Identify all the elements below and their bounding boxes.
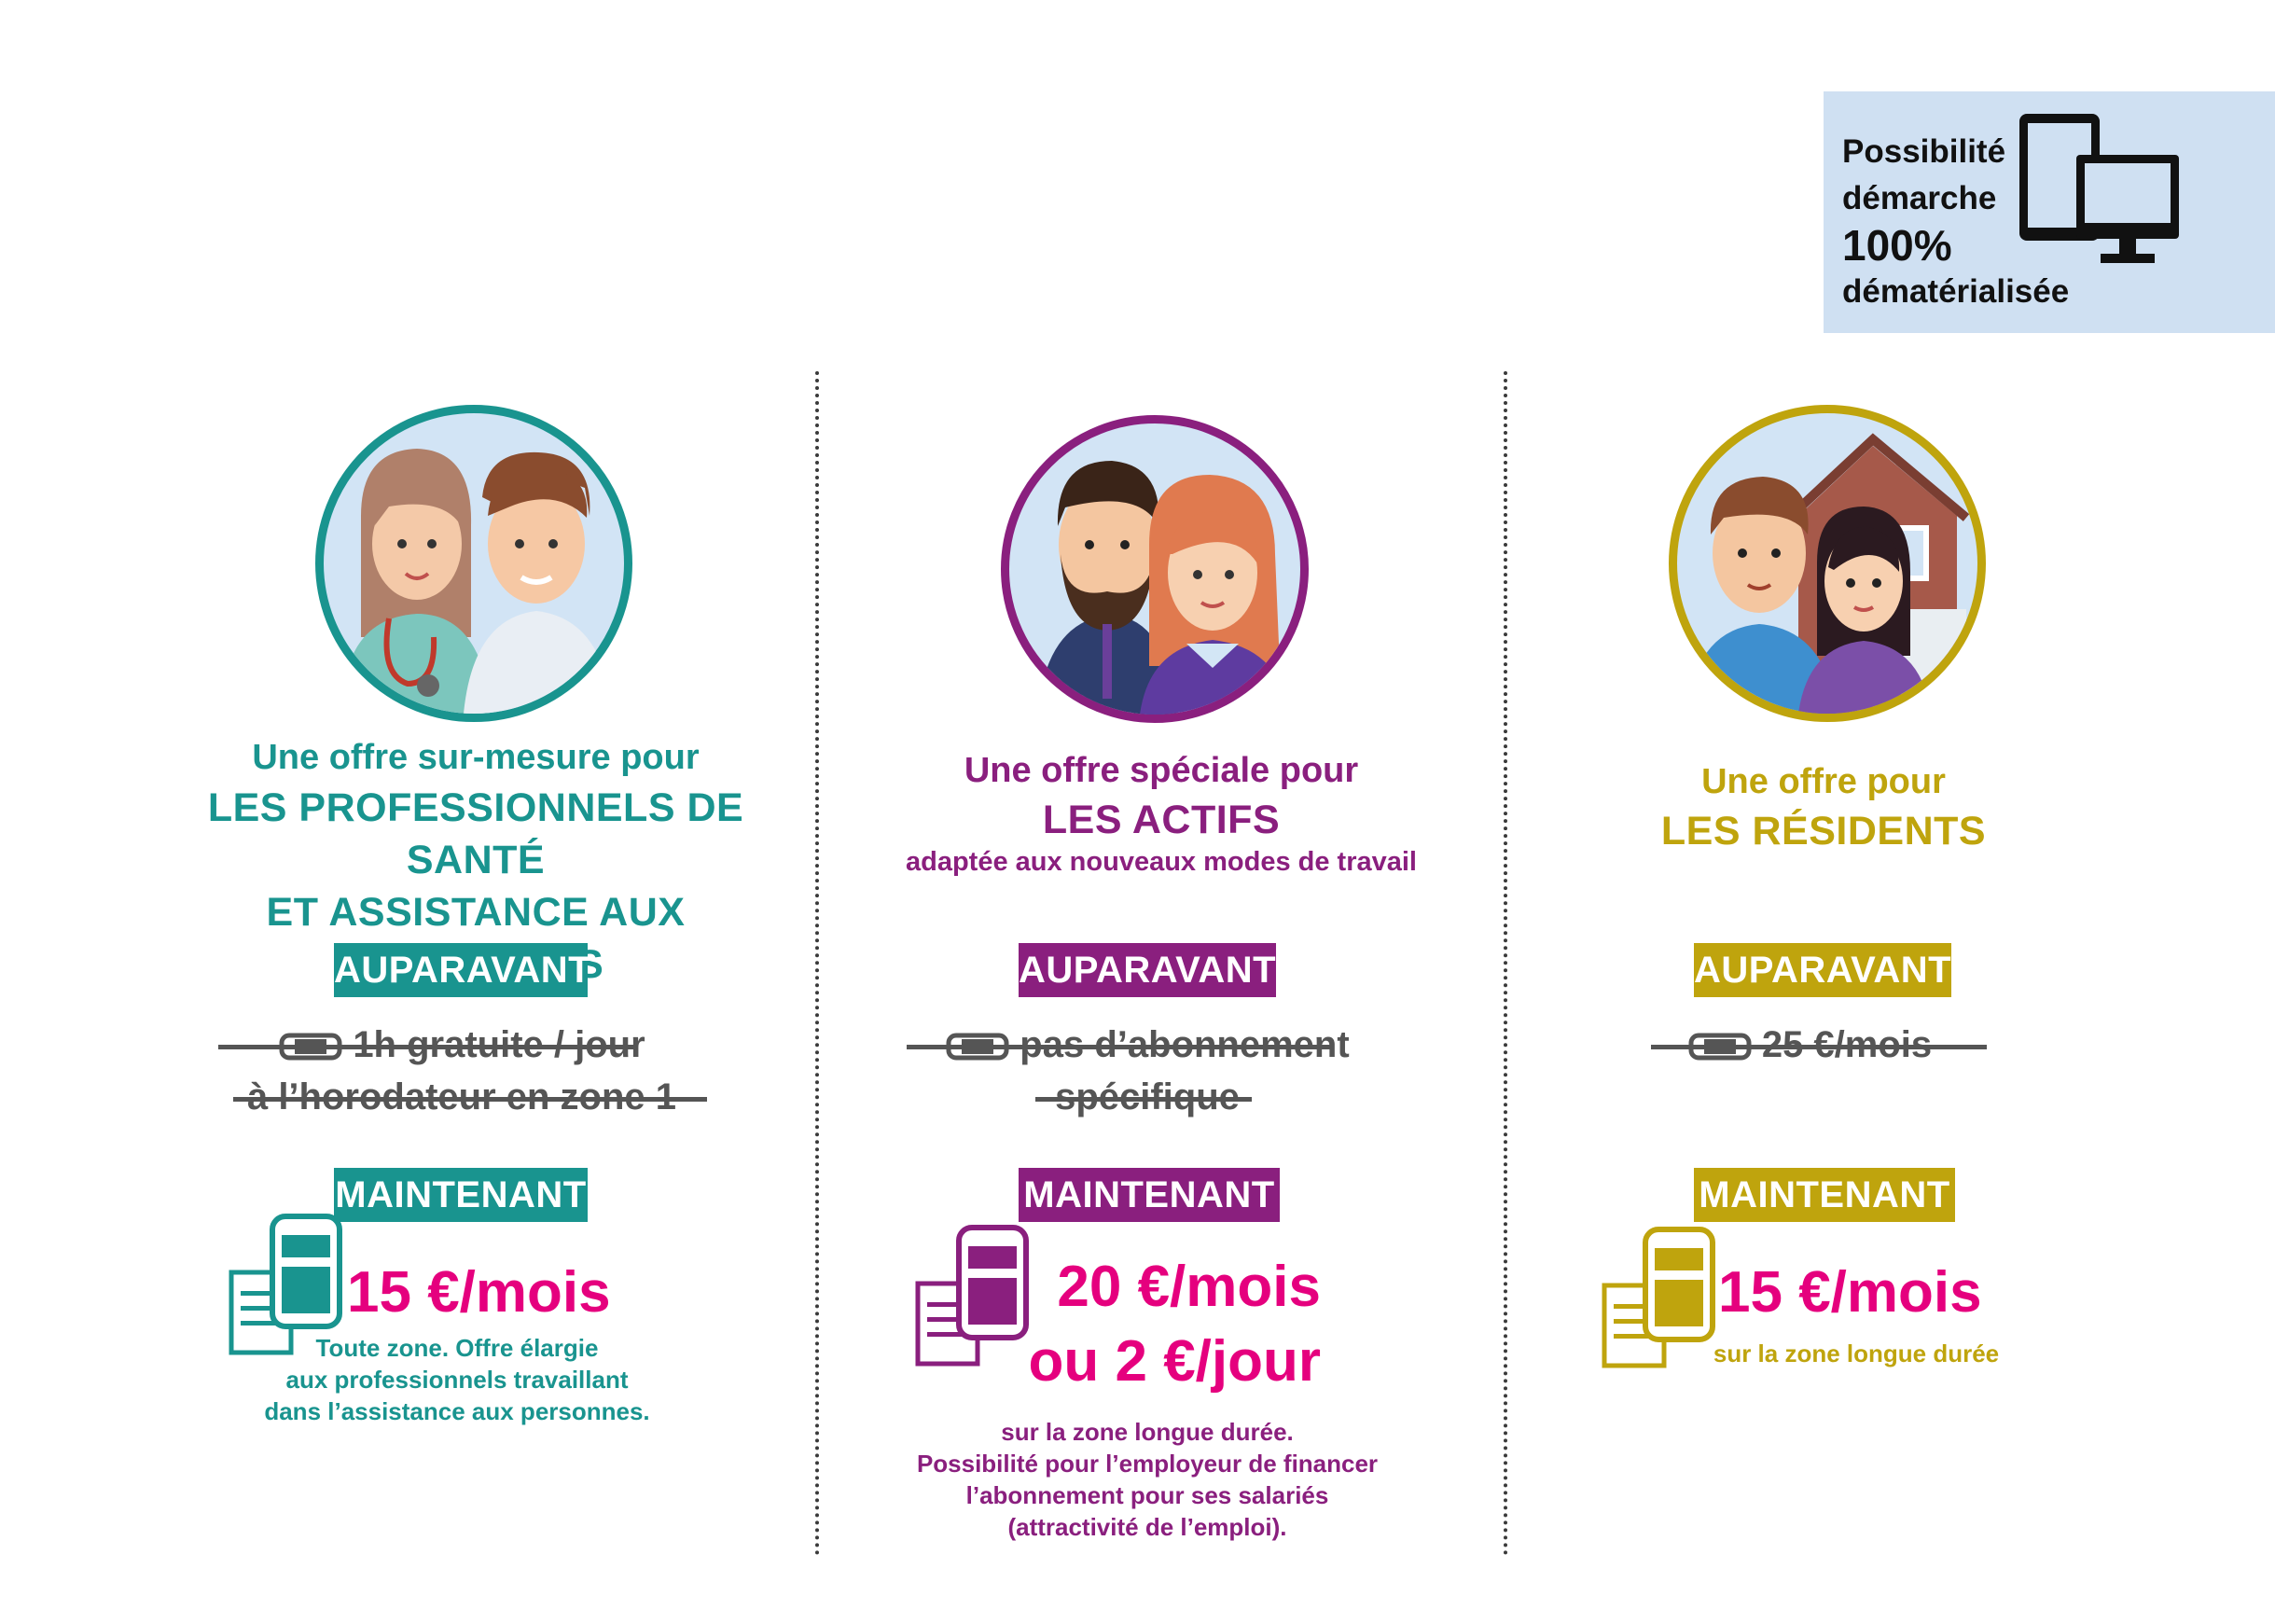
health-now-label: MAINTENANT [334, 1168, 588, 1222]
residents-intro: Une offre pour LES RÉSIDENTS [1548, 757, 2099, 856]
strike-line [1651, 1045, 1987, 1049]
badge-line-4: dématérialisée [1842, 273, 2070, 310]
residents-desc-line1: sur la zone longue durée [1713, 1339, 2000, 1367]
health-before-label: AUPARAVANT [334, 943, 591, 997]
workers-price-line1: 20 €/mois [1057, 1255, 1321, 1319]
residents-illustration [1686, 433, 1970, 714]
workers-before-offer: pas d’abonnement spécifique [895, 1019, 1399, 1123]
workers-description: sur la zone longue durée. Possibilité po… [886, 1416, 1408, 1543]
residents-now-label: MAINTENANT [1694, 1168, 1955, 1222]
subscription-card-icon [229, 1214, 342, 1355]
devices-icon [2019, 114, 2179, 263]
subscription-card-icon [915, 1225, 1029, 1367]
residents-intro-line2: LES RÉSIDENTS [1660, 809, 1987, 854]
column-separator [1504, 371, 1507, 1556]
workers-before-label: AUPARAVANT [1019, 943, 1276, 997]
health-price: 15 €/mois [347, 1260, 611, 1325]
strike-line [907, 1045, 1334, 1049]
workers-desc-line1: sur la zone longue durée. [1001, 1418, 1294, 1446]
health-desc-line3: dans l’assistance aux personnes. [264, 1397, 650, 1425]
health-description: Toute zone. Offre élargie aux profession… [252, 1332, 662, 1427]
workers-price: 20 €/mois ou 2 €/jour [1004, 1250, 1321, 1399]
workers-intro-line3: adaptée aux nouveaux modes de travail [906, 847, 1417, 877]
residents-price: 15 €/mois [1718, 1260, 1982, 1325]
health-professionals-illustration [342, 449, 613, 714]
workers-intro: Une offre spéciale pour LES ACTIFS adapt… [821, 746, 1502, 879]
strike-line [1035, 1097, 1252, 1102]
column-separator [815, 371, 819, 1556]
workers-price-line2: ou 2 €/jour [1028, 1329, 1321, 1394]
workers-intro-line2: LES ACTIFS [1042, 798, 1281, 842]
residents-description: sur la zone longue durée [1698, 1338, 2015, 1369]
workers-desc-line2: Possibilité pour l’employeur de financer [916, 1450, 1379, 1478]
health-desc-line1: Toute zone. Offre élargie [315, 1334, 599, 1362]
strike-line [218, 1045, 638, 1049]
workers-desc-line3: l’abonnement pour ses salariés [965, 1481, 1329, 1509]
strike-line [233, 1097, 707, 1102]
health-intro-line2: LES PROFESSIONNELS DE SANTÉ [207, 785, 744, 882]
workers-avatar [1001, 415, 1309, 723]
health-before-offer: 1h gratuite / jour à l’horodateur en zon… [205, 1019, 718, 1123]
residents-before-label: AUPARAVANT [1694, 943, 1951, 997]
residents-avatar [1669, 405, 1986, 722]
residents-intro-line1: Une offre pour [1701, 762, 1946, 801]
health-desc-line2: aux professionnels travaillant [285, 1366, 629, 1394]
badge-text: Possibilité démarche 100% dématérialisée [1842, 129, 2069, 315]
subscription-card-icon [1602, 1227, 1715, 1368]
workers-illustration [1037, 461, 1289, 715]
badge-line-2: démarche [1842, 180, 1997, 216]
workers-desc-line4: (attractivité de l’emploi). [1007, 1513, 1287, 1541]
health-intro-line1: Une offre sur-mesure pour [252, 738, 700, 777]
badge-line-1: Possibilité [1842, 133, 2006, 170]
residents-before-offer: 25 €/mois [1642, 1019, 1987, 1071]
workers-intro-line1: Une offre spéciale pour [964, 751, 1359, 790]
health-professionals-avatar [315, 405, 632, 722]
workers-now-label: MAINTENANT [1019, 1168, 1280, 1222]
badge-line-3: 100% [1842, 221, 1952, 270]
